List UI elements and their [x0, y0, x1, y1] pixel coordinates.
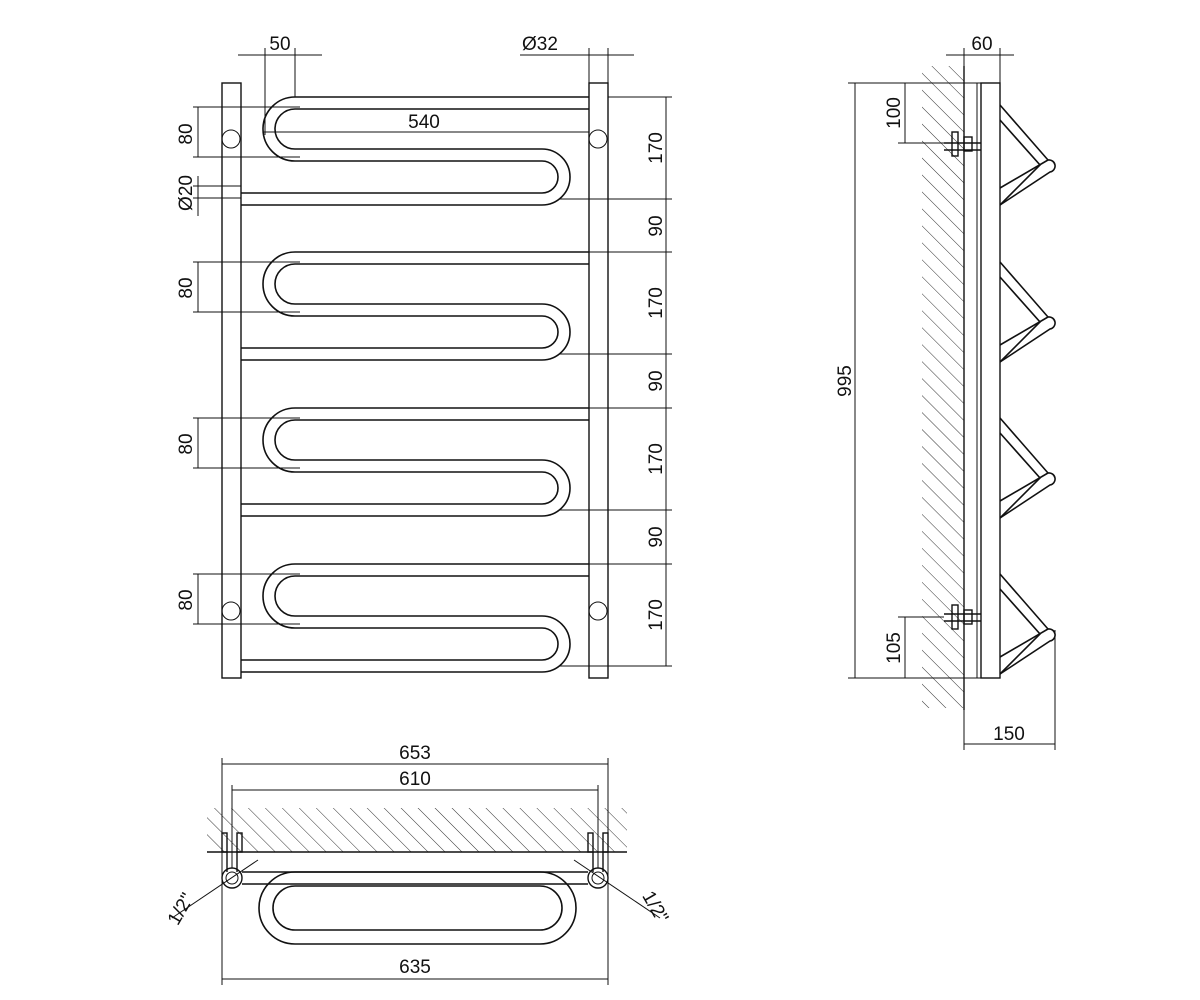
- dim-label-half-inch-right: 1/2": [637, 888, 672, 927]
- side-bottom-mount: [944, 604, 981, 630]
- dim-label-150: 150: [993, 724, 1025, 745]
- dim-label-170-1: 170: [646, 132, 667, 164]
- side-view: 60 995 100 105 150: [835, 34, 1056, 750]
- dim-label-80-2: 80: [176, 277, 197, 298]
- dim-left-loops: 80 Ø20 80 80 80: [176, 106, 300, 625]
- dim-label-105: 105: [884, 632, 905, 664]
- front-view: 50 Ø32 540 80 Ø20 80: [176, 34, 672, 679]
- dim-bottom-width: 635: [222, 957, 608, 980]
- side-top-mount: [944, 131, 981, 157]
- dim-width-540: 540: [263, 112, 589, 133]
- left-bottom-mount: [221, 601, 241, 621]
- right-bottom-mount: [588, 601, 608, 621]
- side-wall-hatch: [922, 66, 964, 708]
- serpentine-section-2: [241, 251, 589, 361]
- top-view: 653 610 635 1/2" 1/2": [164, 743, 672, 985]
- dim-label-80-1: 80: [176, 123, 197, 144]
- dim-total-height: 995: [835, 82, 981, 679]
- dim-offset-50: 50: [238, 34, 322, 135]
- left-rail: [221, 82, 242, 679]
- dim-bottom-mount: 105: [884, 616, 944, 678]
- dim-wall-gap: 60: [946, 34, 1014, 83]
- side-loop-3: [999, 417, 1056, 519]
- dim-depth: 150: [963, 630, 1056, 750]
- dim-connection-right: 1/2": [573, 859, 672, 927]
- dim-label-90-1: 90: [646, 215, 667, 236]
- side-loop-1: [999, 104, 1056, 206]
- dim-mount-distance: 610: [231, 769, 599, 868]
- dim-label-635: 635: [399, 957, 431, 978]
- dim-label-540: 540: [408, 112, 440, 133]
- top-left-rail-inner: [225, 871, 239, 885]
- side-loop-2: [999, 261, 1056, 363]
- dim-label-50: 50: [269, 34, 290, 55]
- dim-label-rail-diameter: Ø32: [522, 34, 558, 55]
- dim-label-80-3: 80: [176, 433, 197, 454]
- dim-label-90-3: 90: [646, 526, 667, 547]
- dim-top-mount: 100: [884, 83, 944, 144]
- top-right-rail-inner: [591, 871, 605, 885]
- side-rail: [980, 82, 1001, 679]
- dim-label-995: 995: [835, 365, 856, 397]
- dim-label-80-4: 80: [176, 589, 197, 610]
- dim-label-tube-diameter: Ø20: [176, 175, 197, 211]
- dim-label-610: 610: [399, 769, 431, 790]
- dim-right-heights: 170 90 170 90 170 90 170: [560, 96, 672, 667]
- dim-label-170-4: 170: [646, 599, 667, 631]
- serpentine-section-3: [241, 407, 589, 517]
- right-rail: [588, 82, 609, 679]
- side-loop-4: [999, 573, 1056, 675]
- dim-connection-left: 1/2": [164, 859, 259, 929]
- dim-label-170-2: 170: [646, 287, 667, 319]
- dim-label-170-3: 170: [646, 443, 667, 475]
- dim-label-100: 100: [884, 97, 905, 129]
- dim-rail-diameter: Ø32: [520, 34, 634, 83]
- top-oval-inner: [272, 885, 563, 931]
- top-oval-outer: [258, 871, 577, 945]
- dim-label-90-2: 90: [646, 370, 667, 391]
- serpentine-section-4: [241, 563, 589, 673]
- top-wall-hatch: [207, 808, 627, 852]
- dim-label-653: 653: [399, 743, 431, 764]
- dim-label-half-inch-left: 1/2": [164, 890, 199, 929]
- right-top-mount: [588, 129, 608, 149]
- dim-overall-width: 653: [221, 743, 609, 985]
- dim-label-60: 60: [971, 34, 992, 55]
- left-top-mount: [221, 129, 241, 149]
- serpentine-section-1: [241, 96, 589, 206]
